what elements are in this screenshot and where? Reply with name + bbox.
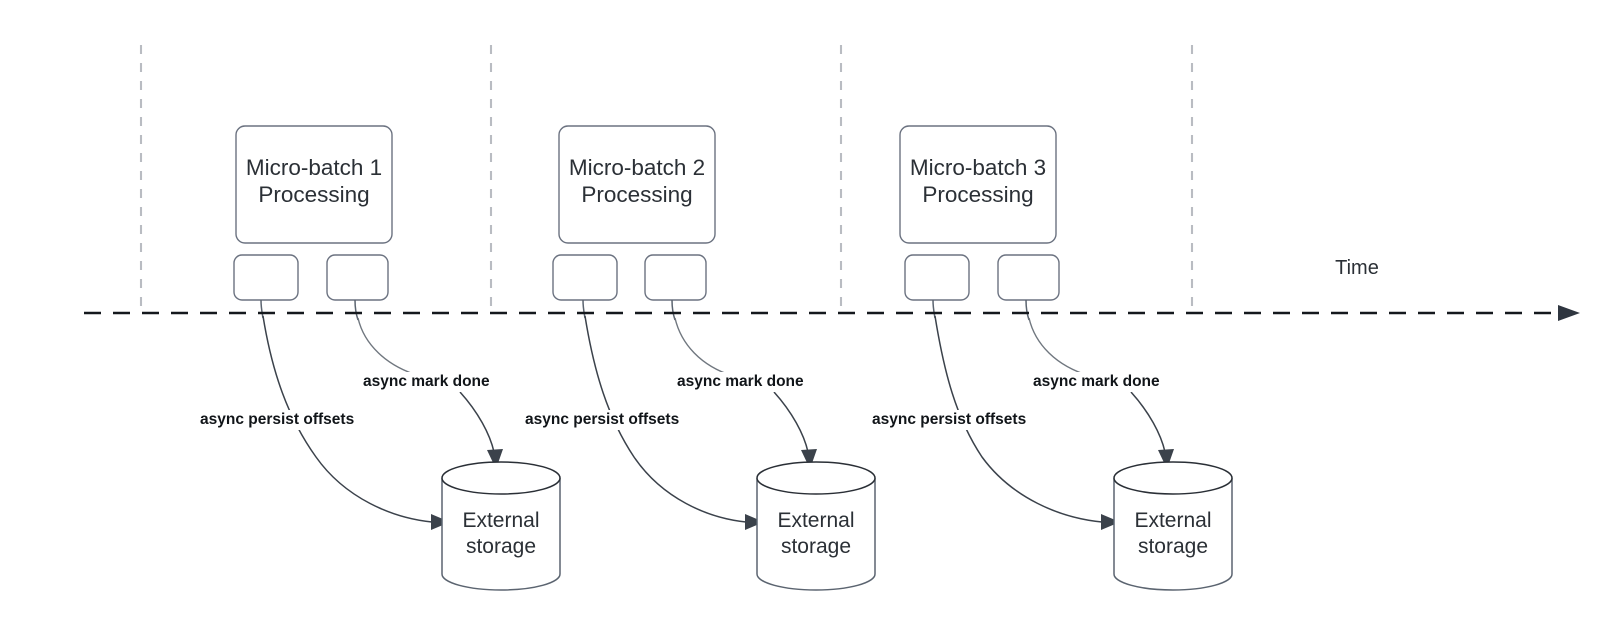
external-storage-2-label-line2: storage [781, 535, 851, 558]
external-storage-1[interactable]: External storage [441, 461, 561, 591]
group-1: Micro-batch 1 Processing async mark done… [197, 125, 561, 591]
micro-batch-2-task-a[interactable] [552, 254, 618, 301]
async-persist-offsets-curve-1 [262, 315, 433, 523]
external-storage-3-body [1113, 478, 1233, 591]
async-mark-done-label-3: async mark done [1033, 373, 1160, 390]
micro-batch-1-box[interactable] [235, 125, 393, 244]
time-axis-arrowhead [1558, 305, 1580, 321]
micro-batch-3-task-a-stub [932, 299, 936, 319]
micro-batch-1-label-line2: Processing [258, 182, 369, 207]
async-persist-offsets-label-2: async persist offsets [525, 411, 679, 428]
async-persist-offsets-label-bg-2 [522, 410, 701, 430]
micro-batch-3-label-line1: Micro-batch 3 [910, 155, 1046, 180]
external-storage-2-label-line1: External [777, 509, 854, 532]
external-storage-3-label-line2: storage [1138, 535, 1208, 558]
async-persist-offsets-curve-3 [934, 315, 1103, 523]
async-mark-done-arrowhead-2 [801, 449, 817, 469]
micro-batch-2-label-line1: Micro-batch 2 [569, 155, 705, 180]
async-mark-done-curve-3 [1028, 317, 1091, 377]
external-storage-1-label-line1: External [462, 509, 539, 532]
micro-batch-1-task-b-stub [354, 299, 359, 321]
async-mark-done-label-bg-1 [360, 372, 501, 392]
external-storage-1-top [441, 461, 561, 495]
micro-batch-1-task-a-stub [260, 299, 264, 319]
micro-batch-2-box[interactable] [558, 125, 716, 244]
external-storage-1-label-line2: storage [466, 535, 536, 558]
async-mark-done-curve-1 [357, 317, 421, 377]
external-storage-2-body [756, 478, 876, 591]
micro-batch-1-task-a[interactable] [233, 254, 299, 301]
external-storage-3-top [1113, 461, 1233, 495]
async-persist-offsets-label-bg-3 [869, 410, 1048, 430]
external-storage-2[interactable]: External storage [756, 461, 876, 591]
micro-batch-1-label-line1: Micro-batch 1 [246, 155, 382, 180]
micro-batch-2-task-b-stub [671, 299, 676, 321]
group-3: Micro-batch 3 Processing async mark done… [869, 125, 1233, 591]
async-persist-offsets-curve-2 [584, 315, 747, 523]
micro-batch-3-box[interactable] [899, 125, 1057, 244]
async-mark-done-label-2: async mark done [677, 373, 804, 390]
async-persist-offsets-label-bg-1 [197, 410, 376, 430]
async-persist-offsets-label-3: async persist offsets [872, 411, 1026, 428]
external-storage-3[interactable]: External storage [1113, 461, 1233, 591]
micro-batch-1-task-b[interactable] [326, 254, 389, 301]
external-storage-1-body [441, 478, 561, 591]
micro-batch-2-task-a-stub [582, 299, 586, 319]
micro-batch-3-task-a[interactable] [904, 254, 970, 301]
async-mark-done-label-1: async mark done [363, 373, 490, 390]
async-mark-done-curve-2b [773, 391, 809, 453]
async-persist-offsets-arrowhead-2 [745, 514, 764, 530]
time-axis: Time [84, 257, 1580, 321]
external-storage-2-top [756, 461, 876, 495]
async-persist-offsets-arrowhead-1 [431, 514, 450, 530]
micro-batch-2-label-line2: Processing [581, 182, 692, 207]
micro-batch-3-task-b-stub [1025, 299, 1030, 321]
async-mark-done-curve-1b [459, 391, 495, 453]
async-persist-offsets-label-1: async persist offsets [200, 411, 354, 428]
group-2: Micro-batch 2 Processing async mark done… [522, 125, 876, 591]
async-persist-offsets-arrowhead-3 [1101, 514, 1120, 530]
async-mark-done-curve-2 [674, 317, 734, 377]
micro-batch-3-label-line2: Processing [922, 182, 1033, 207]
async-mark-done-label-bg-3 [1030, 372, 1171, 392]
time-axis-label: Time [1335, 257, 1379, 279]
boundary-tick-lines [139, 45, 1194, 313]
async-mark-done-arrowhead-3 [1158, 449, 1174, 469]
async-mark-done-label-bg-2 [674, 372, 815, 392]
external-storage-3-label-line1: External [1134, 509, 1211, 532]
micro-batch-3-task-b[interactable] [997, 254, 1060, 301]
micro-batch-2-task-b[interactable] [644, 254, 707, 301]
async-mark-done-curve-3b [1130, 391, 1166, 453]
async-mark-done-arrowhead-1 [487, 449, 503, 469]
